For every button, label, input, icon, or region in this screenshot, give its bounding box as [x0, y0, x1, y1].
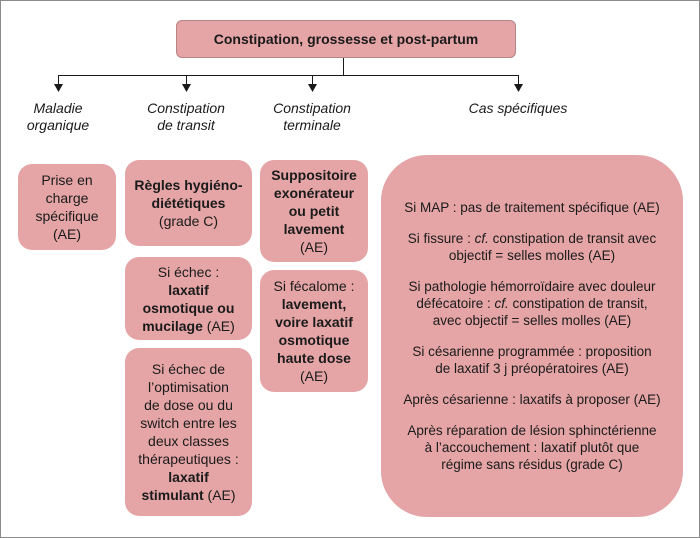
category-label-line: terminale	[283, 117, 341, 133]
box-line: (AE)	[53, 226, 81, 242]
box-line-mixed: mucilage (AE)	[142, 317, 235, 335]
box-line-bold: lavement	[283, 221, 345, 237]
box-line: de dose ou du	[144, 397, 233, 413]
normal-span: (AE)	[202, 317, 235, 334]
text: Après césarienne : laxatifs à proposer (…	[403, 392, 661, 407]
arrow-transit	[182, 75, 191, 92]
box-line-bold: ou petit	[288, 203, 340, 219]
box-line: (AE)	[300, 239, 328, 255]
box-line: Si fécalome :	[273, 278, 355, 294]
category-label-line: Constipation	[273, 100, 351, 116]
specific-apres-cesarienne: Après césarienne : laxatifs à proposer (…	[403, 391, 660, 408]
box-line-mixed: stimulant (AE)	[141, 486, 235, 504]
text: Si MAP : pas de traitement spécifique (A…	[404, 200, 660, 215]
box-si-echec-laxatif-stimulant: Si échec de l’optimisation de dose ou du…	[125, 348, 252, 516]
box-line: (grade C)	[158, 213, 219, 229]
box-line: Si échec de	[151, 361, 226, 377]
text: avec objectif = selles molles (AE)	[432, 313, 632, 328]
box-line: switch entre les	[140, 415, 237, 431]
specific-hemorroidaire: Si pathologie hémorroïdaire avec douleur…	[409, 278, 656, 329]
box-line-bold: Règles hygiéno-	[134, 177, 243, 193]
specific-map: Si MAP : pas de traitement spécifique (A…	[404, 199, 660, 216]
specific-cesarienne-programmee: Si césarienne programmée : proposition d…	[412, 343, 651, 377]
box-line: Si échec :	[157, 263, 220, 280]
category-maladie-organique: Maladie organique	[8, 100, 108, 134]
box-line: spécifique	[35, 208, 99, 224]
text: Si pathologie hémorroïdaire avec douleur	[408, 279, 656, 294]
category-label-line: Maladie	[33, 100, 83, 116]
title-node: Constipation, grossesse et post-partum	[176, 20, 516, 58]
box-cas-specifiques: Si MAP : pas de traitement spécifique (A…	[381, 155, 683, 517]
box-line: l’optimisation	[148, 379, 229, 395]
box-line: (AE)	[300, 368, 328, 384]
category-constipation-terminale: Constipation terminale	[262, 100, 362, 134]
normal-span: (AE)	[203, 487, 236, 503]
text: de laxatif 3 j préopératoires (AE)	[435, 361, 629, 376]
cf-italic: cf.	[494, 296, 509, 311]
connector-horizontal	[58, 75, 519, 76]
box-regles-hygieno-dietetiques: Règles hygiéno- diététiques (grade C)	[125, 160, 252, 246]
category-label-line: Cas spécifiques	[468, 100, 568, 116]
box-line-bold: lavement,	[281, 296, 347, 312]
box-line-bold: osmotique	[278, 332, 350, 348]
specific-lesion-sphincterienne: Après réparation de lésion sphinctérienn…	[407, 422, 656, 473]
specific-fissure: Si fissure : cf. constipation de transit…	[408, 230, 656, 264]
text: Si césarienne programmée : proposition	[412, 344, 652, 359]
box-line-bold: voire laxatif	[275, 314, 353, 330]
box-si-echec-laxatif-osmotique: Si échec : laxatif osmotique ou mucilage…	[125, 257, 252, 340]
text: constipation de transit avec	[488, 231, 657, 246]
arrow-specifiques	[514, 75, 523, 92]
box-line: thérapeutiques :	[138, 451, 239, 467]
category-label-line: Constipation	[147, 100, 225, 116]
title-text: Constipation, grossesse et post-partum	[213, 31, 479, 47]
box-si-fecalome: Si fécalome : lavement, voire laxatif os…	[260, 270, 368, 392]
box-line-bold: laxatif	[168, 281, 209, 298]
text: objectif = selles molles (AE)	[448, 248, 616, 263]
arrow-terminale	[308, 75, 317, 92]
box-line-bold: diététiques	[151, 195, 226, 211]
category-constipation-transit: Constipation de transit	[136, 100, 236, 134]
connector-stem	[343, 58, 344, 75]
box-line-bold: laxatif	[168, 469, 209, 485]
box-prise-en-charge: Prise en charge spécifique (AE)	[18, 164, 116, 250]
arrow-organique	[54, 75, 63, 92]
box-suppositoire: Suppositoire exonérateur ou petit laveme…	[260, 160, 368, 262]
box-line: deux classes	[148, 433, 229, 449]
text: Après réparation de lésion sphinctérienn…	[407, 423, 657, 438]
text: constipation de transit,	[508, 296, 648, 311]
box-line-bold: exonérateur	[273, 185, 355, 201]
box-line-bold: Suppositoire	[271, 167, 357, 183]
category-label-line: de transit	[157, 117, 215, 133]
text: à l’accouchement : laxatif plutôt que	[424, 440, 640, 455]
bold-span: stimulant	[141, 487, 204, 503]
category-label-line: organique	[26, 117, 90, 133]
bold-span: mucilage	[142, 317, 203, 334]
text: défécatoire :	[416, 296, 495, 311]
box-line: Prise en	[41, 172, 93, 188]
box-line-bold: haute dose	[277, 350, 351, 366]
box-line: charge	[45, 190, 89, 206]
category-cas-specifiques: Cas spécifiques	[448, 100, 588, 117]
box-line-bold: osmotique ou	[142, 299, 235, 316]
cf-italic: cf.	[474, 231, 489, 246]
text: Si fissure :	[407, 231, 475, 246]
text: régime sans résidus (grade C)	[441, 457, 623, 472]
